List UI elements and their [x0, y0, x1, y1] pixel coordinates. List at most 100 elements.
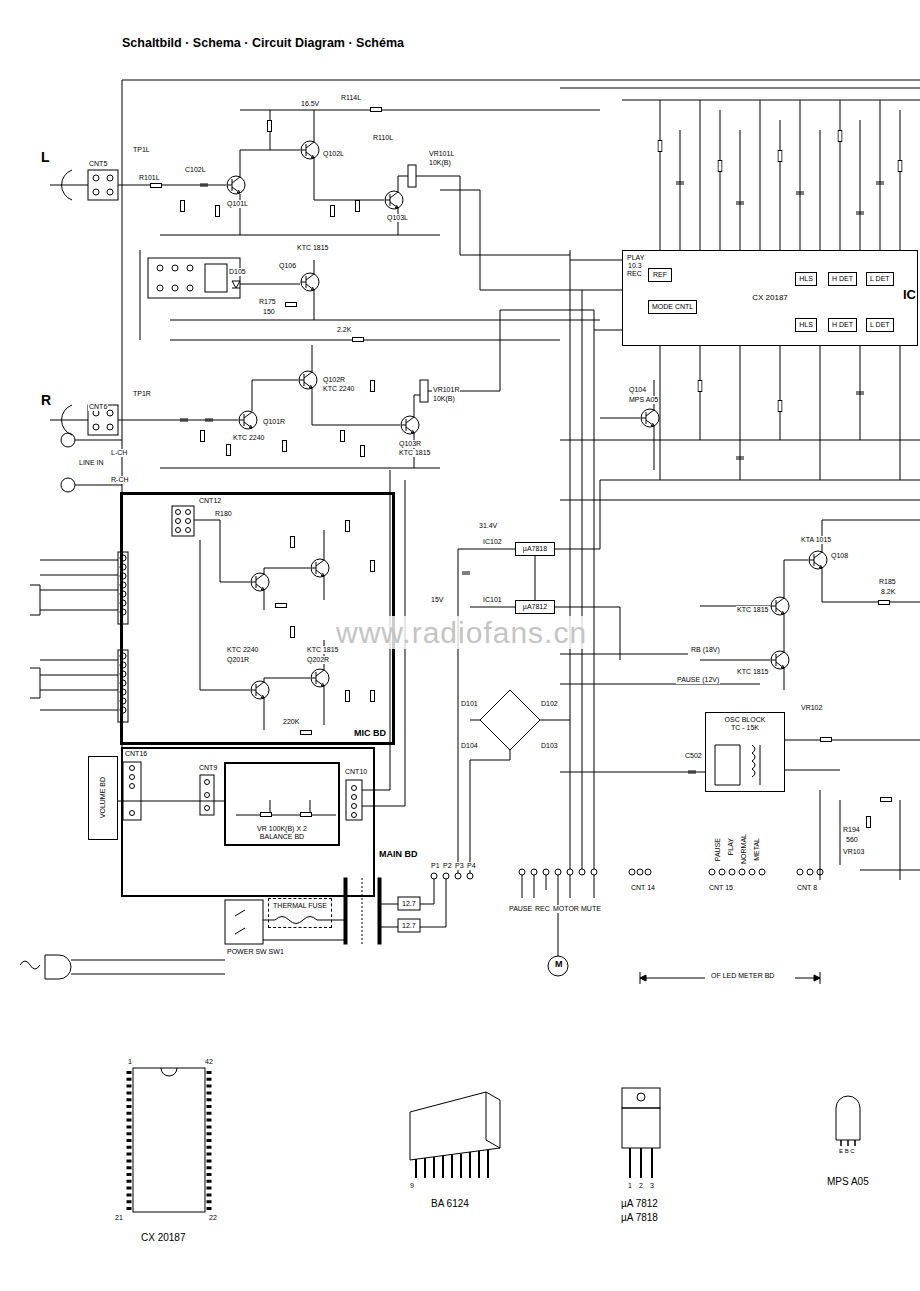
- component-symbol: [641, 409, 659, 427]
- node-text: MIC BD: [354, 728, 386, 738]
- node-text: REF: [653, 271, 667, 279]
- terminal-circle: [579, 869, 585, 875]
- component-symbol: [876, 182, 884, 184]
- wire-path: [836, 1096, 860, 1140]
- terminal-circle: [352, 786, 357, 791]
- component-outline: [172, 506, 194, 536]
- component-label: REC: [534, 905, 551, 913]
- component-label: R101L: [138, 174, 161, 182]
- component-label: Q103R: [398, 440, 422, 448]
- component-label: 3: [649, 1182, 655, 1190]
- terminal-circle: [637, 1093, 645, 1101]
- component-label: CNT10: [344, 768, 368, 776]
- component-symbol: [301, 141, 319, 159]
- terminal-circle: [749, 869, 755, 875]
- component-symbol: [311, 559, 329, 577]
- component-label: 12.7: [401, 900, 417, 908]
- component-symbol: [301, 273, 319, 291]
- component-symbol: [867, 817, 871, 828]
- component-label: 15V: [430, 596, 444, 604]
- component-symbol: [778, 151, 782, 162]
- terminal-circle: [807, 869, 813, 875]
- component-label: CNT 15: [708, 884, 734, 892]
- terminal-circle: [637, 869, 643, 875]
- component-label: VR102: [800, 704, 823, 712]
- component-symbol: [268, 121, 272, 132]
- component-symbol: [371, 561, 375, 572]
- component-outline: [398, 897, 420, 910]
- component-label: Q106: [278, 262, 297, 270]
- wire-path: [640, 972, 820, 984]
- component-label: IC: [902, 288, 917, 302]
- component-label: POWER SW SW1: [226, 948, 285, 956]
- wire-path: [140, 250, 240, 340]
- component-label: Q101R: [262, 418, 286, 426]
- component-label: E B C: [838, 1148, 856, 1155]
- wire-path: [420, 879, 446, 927]
- wire-path: [715, 745, 760, 785]
- terminal-circle: [431, 873, 437, 879]
- component-symbol: [216, 206, 220, 217]
- component-label: 2.2K: [336, 326, 352, 334]
- component-label: TP1L: [132, 146, 151, 154]
- component-symbol: [778, 401, 782, 412]
- watermark-text: www.radiofans.cn: [335, 616, 588, 649]
- terminal-circle: [352, 795, 357, 800]
- node-text: OSC BLOCK: [725, 716, 766, 724]
- component-symbol: [356, 201, 360, 212]
- diagram-title: Schaltbild · Schema · Circuit Diagram · …: [122, 36, 404, 50]
- component-label: KTC 1815: [398, 449, 432, 457]
- component-label: D103: [540, 742, 559, 750]
- component-label: 1: [627, 1182, 633, 1190]
- component-label: Q108: [830, 552, 849, 560]
- component-symbol: [462, 572, 470, 574]
- component-label: PLAY: [626, 254, 645, 262]
- wire-path: [160, 110, 600, 290]
- component-symbol: [898, 161, 902, 172]
- component-label: Q102L: [322, 150, 345, 158]
- node-text: BALANCE BD: [260, 833, 304, 841]
- component-symbol: [736, 457, 744, 459]
- board-box: VOLUME BD: [88, 756, 118, 840]
- component-label: P2: [442, 862, 453, 870]
- component-label: CNT6: [88, 403, 108, 411]
- regulator-box: µA7812: [515, 600, 555, 614]
- component-label: PAUSE: [713, 838, 723, 861]
- component-symbol: [291, 537, 295, 548]
- terminal-circle: [467, 873, 473, 879]
- component-label: P3: [454, 862, 465, 870]
- component-symbol: [856, 212, 864, 214]
- component-symbol: [261, 813, 272, 817]
- component-label: BA 6124: [430, 1198, 470, 1209]
- node-text: VOLUME BD: [99, 777, 107, 818]
- component-label: MAIN BD: [378, 850, 419, 860]
- ic-function-box: L DET: [866, 318, 894, 332]
- wire-group: [20, 80, 920, 1212]
- component-label: KTC 1815: [306, 646, 340, 654]
- component-label: µA 7818: [620, 1212, 659, 1223]
- component-label: RB (18V): [690, 646, 721, 654]
- ic-function-box: H DET: [828, 272, 857, 286]
- component-label: Q202R: [306, 656, 330, 664]
- component-symbol: [201, 431, 205, 442]
- wire-path: [458, 480, 920, 873]
- component-label: REC: [626, 270, 643, 278]
- wire-path: [50, 405, 238, 435]
- terminal-circle: [172, 285, 178, 291]
- terminal-circle: [107, 410, 113, 416]
- component-symbol: [239, 411, 257, 429]
- wire-path: [560, 520, 920, 690]
- component-label: R180: [214, 510, 233, 518]
- component-symbol: [301, 813, 312, 817]
- component-label: Q201R: [226, 656, 250, 664]
- oscillator-block: OSC BLOCKTC - 15K: [705, 712, 785, 792]
- terminal-circle: [157, 265, 163, 271]
- component-label: KTC 1815: [296, 244, 330, 252]
- terminal-circle: [172, 265, 178, 271]
- connector-group: [118, 556, 535, 801]
- component-symbol: [276, 604, 287, 608]
- component-label: CX 20187: [140, 1232, 186, 1243]
- terminal-circle: [107, 424, 113, 430]
- component-symbol: [736, 202, 744, 204]
- component-label: 1: [127, 1058, 133, 1066]
